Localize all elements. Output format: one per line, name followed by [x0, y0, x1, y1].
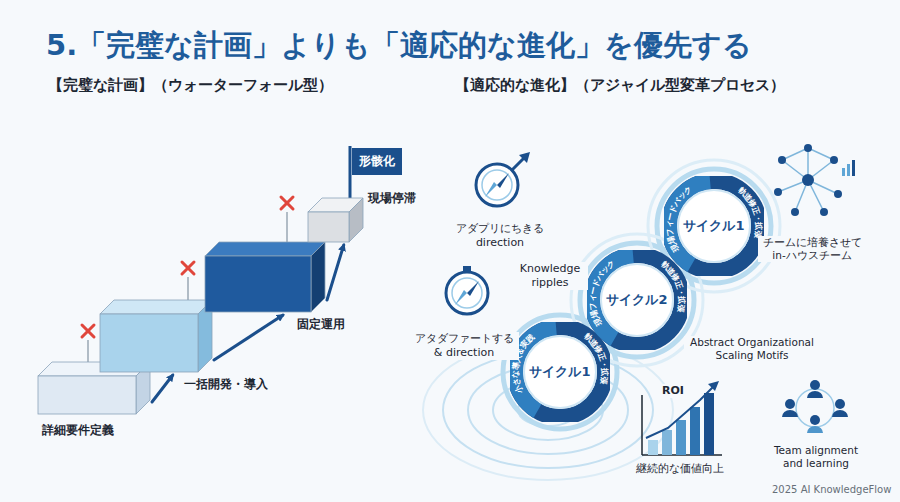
text-label: 【完璧な計画】（ウォーターフォール型） — [46, 76, 335, 95]
block-label: 一括開発・導入 — [182, 376, 270, 393]
block-label: 固定運用 — [295, 316, 347, 333]
text-label: Team alignment and learning — [762, 444, 870, 470]
block-label: 詳細要件定義 — [40, 422, 116, 439]
flag-label: 形骸化 — [359, 153, 395, 170]
text-label: Abstract Organizational Scaling Motifs — [684, 336, 820, 362]
block-shape — [308, 198, 363, 242]
text-label: 【適応的な進化】（アジャイル型変革プロセス） — [453, 76, 787, 95]
block-shape — [100, 300, 212, 372]
text-label: アダプリにちきる direction — [452, 222, 548, 250]
cycle-label: サイクル2 — [587, 291, 687, 309]
process-block: 現場停滞 — [308, 198, 363, 242]
cycle-circle: 小さな導入＆実践軌道修正・拡張サイクル1 — [510, 322, 610, 422]
text-label: アタダファートする & direction — [409, 332, 519, 360]
flow-arrow — [327, 245, 344, 300]
text-label: ROI — [660, 384, 686, 398]
text-label: Knowledge ripples — [512, 262, 588, 290]
flow-arrow — [152, 375, 173, 402]
block-shape — [205, 242, 325, 312]
text-label: チームに培養させて in-ハウスチーム — [758, 236, 866, 262]
process-block: 固定運用 — [205, 242, 325, 312]
cycle-label: サイクル1 — [510, 363, 610, 381]
process-block: 一括開発・導入 — [100, 300, 212, 372]
block-label: 現場停滞 — [366, 190, 418, 207]
text-label: 2025 AI KnowledgeFlow — [770, 484, 893, 497]
cycle-label: サイクル1 — [664, 217, 764, 235]
cycle-circle: 現場フィードバック軌道修正・拡張サイクル2 — [587, 250, 687, 350]
slide-title: 5.「完璧な計画」よりも「適応的な進化」を優先する — [46, 26, 752, 66]
cycle-circle: 現場フィードバック軌道修正・拡張サイクル1 — [664, 176, 764, 276]
flow-arrow — [214, 315, 283, 360]
text-label: 継続的な価値向上 — [634, 462, 726, 476]
flag-banner: 形骸化 — [352, 148, 402, 175]
